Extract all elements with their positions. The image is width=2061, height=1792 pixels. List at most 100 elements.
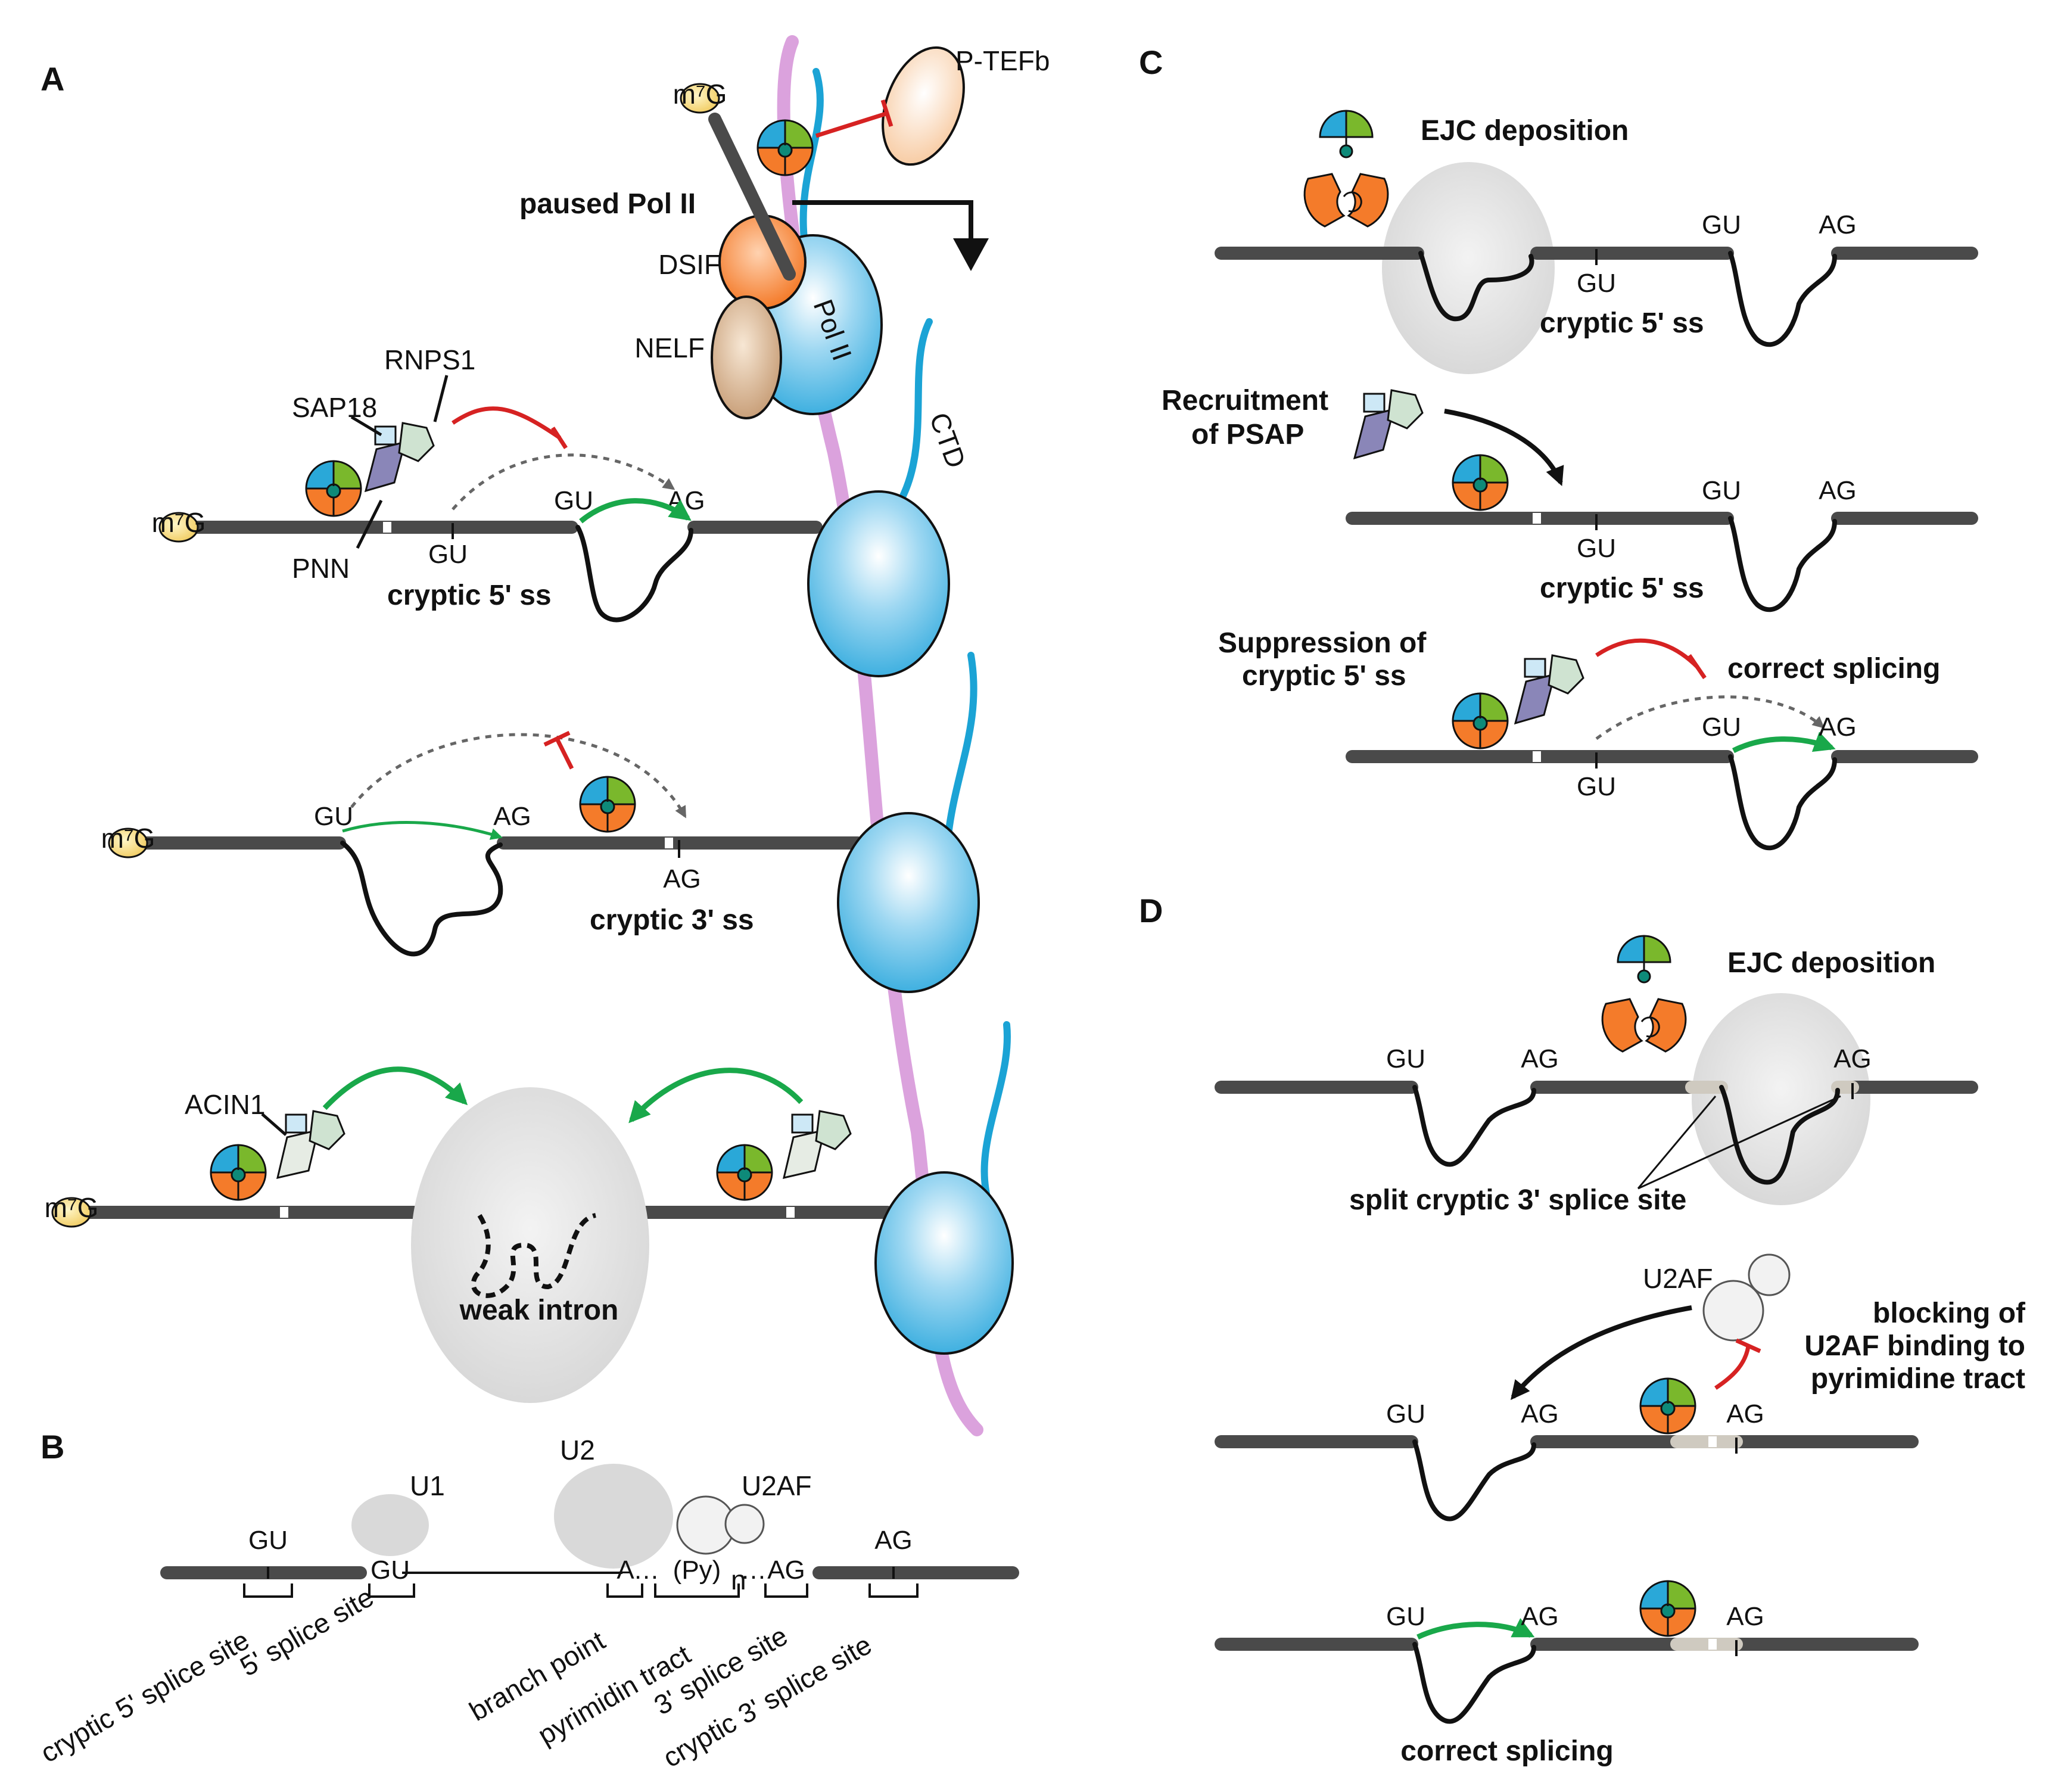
ejc-core-icon <box>210 1144 267 1201</box>
u2af-small-icon <box>1748 1253 1791 1296</box>
cap-label: m⁷G <box>152 507 206 538</box>
nascent-rna <box>708 113 796 281</box>
activation-arrow <box>322 1066 468 1110</box>
gu-label: GU <box>1577 772 1616 801</box>
cryptic-splice-arrow <box>452 453 675 511</box>
cryptic-site-mark <box>665 838 673 848</box>
u2af-binding-arrow <box>1510 1305 1692 1400</box>
ejc-core-icon <box>1601 935 1687 1053</box>
ctd-tail <box>890 318 933 516</box>
gu-label: GU <box>1386 1602 1425 1631</box>
acin1-label: ACIN1 <box>185 1089 265 1120</box>
ag-label: AG <box>1819 713 1857 742</box>
ejc-site-mark <box>786 1207 795 1218</box>
u2af-label: U2AF <box>742 1470 812 1501</box>
ag-label: AG <box>1819 210 1857 239</box>
inhibition-arrow <box>452 406 561 440</box>
u2af-small-icon <box>724 1504 765 1544</box>
cap-label: m⁷G <box>673 79 727 110</box>
intron <box>1418 251 1534 322</box>
bracket <box>368 1583 415 1598</box>
u2-snrnp-icon <box>554 1464 673 1569</box>
intron <box>1412 1439 1536 1522</box>
intron <box>340 841 503 957</box>
ag-label: AG <box>1521 1602 1559 1631</box>
u1-label: U1 <box>410 1470 445 1501</box>
ejc-core-icon <box>1452 454 1509 511</box>
gu-label: GU <box>1386 1044 1425 1074</box>
ejc-core-icon <box>1303 110 1389 228</box>
ejc-core-icon <box>1639 1580 1696 1637</box>
ctd-tail <box>944 652 977 850</box>
ejc-core-icon <box>579 776 636 833</box>
panel-b: U1 U2 U2AF GU GU A … (Py) n … AG AG cryp… <box>35 1435 1019 1774</box>
u2-label: U2 <box>560 1435 595 1466</box>
ag-label: AG <box>493 802 531 831</box>
branch-a-label: A <box>617 1555 634 1585</box>
ag-label: AG <box>1521 1044 1559 1074</box>
ejc-deposition-label: EJC deposition <box>1421 115 1629 147</box>
ag-label: AG <box>1521 1399 1559 1429</box>
cryptic-3ss-label: cryptic 3' ss <box>590 904 754 936</box>
inhibition-arrow <box>815 111 889 138</box>
gu-label: GU <box>1386 1399 1425 1429</box>
ejc-deposition-label: EJC deposition <box>1727 947 1935 979</box>
dsif-label: DSIF <box>658 249 721 280</box>
ejc-site-mark <box>280 1207 288 1218</box>
cryptic-splice-arrow <box>350 733 687 819</box>
transcription-arrow <box>792 200 973 244</box>
p-tefb-label: P-TEFb <box>955 45 1050 76</box>
ag-label: AG <box>1726 1399 1764 1429</box>
gu-label: GU <box>1702 476 1741 505</box>
u2af-label: U2AF <box>1643 1263 1713 1294</box>
gu-label: GU <box>554 486 593 515</box>
bracket <box>654 1583 740 1598</box>
panel-label-b: B <box>41 1428 64 1466</box>
ejc-core-icon <box>756 119 814 176</box>
cryptic-5ss-site-label: cryptic 5' splice site <box>35 1624 254 1768</box>
gu-label: GU <box>428 540 468 569</box>
gu-label: GU <box>371 1555 410 1585</box>
ag-label: AG <box>663 864 701 894</box>
pol-ii-icon <box>807 490 950 677</box>
suppression-label-line2: cryptic 5' ss <box>1242 660 1406 692</box>
ejc-core-icon <box>1639 1377 1696 1435</box>
panel-label-a: A <box>41 60 64 98</box>
bracket <box>606 1583 643 1598</box>
cryptic-5ss-label: cryptic 5' ss <box>387 580 552 611</box>
rnps1-label: RNPS1 <box>384 344 475 375</box>
ag-label: AG <box>874 1526 913 1555</box>
recruitment-label-line1: Recruitment <box>1162 385 1328 416</box>
p-tefb-icon <box>882 46 965 166</box>
ag-label: AG <box>1819 476 1857 505</box>
psap-complex-icon <box>1353 389 1424 459</box>
gu-label: GU <box>1577 269 1616 298</box>
intron <box>471 1213 597 1298</box>
pointer-line <box>1637 1095 1841 1190</box>
u2af-large-icon <box>1702 1280 1764 1342</box>
suppression-label-line1: Suppression of <box>1218 627 1427 659</box>
panel-c: EJC deposition GU cryptic 5' ss GU AG Re… <box>1162 110 1978 851</box>
panel-d: EJC deposition GU AG AG split cryptic 3'… <box>1215 935 2026 1767</box>
blocking-label-line2: U2AF binding to <box>1804 1330 2025 1362</box>
ag-label: AG <box>1833 1044 1872 1074</box>
gu-label: GU <box>1702 713 1741 742</box>
ejc-core-icon <box>305 460 362 517</box>
ejc-site-mark <box>1708 1639 1717 1650</box>
ejc-site-mark <box>1708 1436 1717 1447</box>
activation-arrow <box>628 1068 804 1124</box>
pnn-label: PNN <box>292 553 350 584</box>
recruitment-label-line2: of PSAP <box>1191 419 1304 450</box>
pol-ii-icon <box>837 812 980 993</box>
recruitment-arrow <box>1444 409 1564 486</box>
bracket <box>764 1583 808 1598</box>
sap18-label: SAP18 <box>292 392 377 423</box>
cryptic-splice-arrow <box>1595 695 1825 741</box>
inhibition-arrow <box>1714 1346 1751 1390</box>
intron <box>1719 1085 1840 1185</box>
bracket <box>868 1583 919 1598</box>
gu-label: GU <box>1577 534 1616 563</box>
panel-label-c: C <box>1139 43 1163 81</box>
correct-splice-arrow <box>579 498 692 524</box>
nelf-label: NELF <box>634 332 705 363</box>
